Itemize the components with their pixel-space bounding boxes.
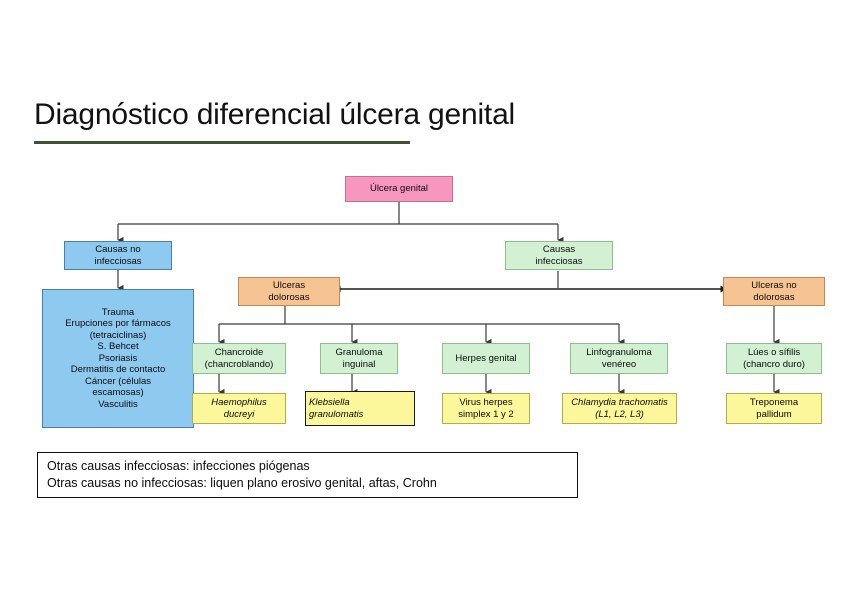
page-title: Diagnóstico diferencial úlcera genital: [34, 98, 516, 131]
other-causes-note-box: Otras causas infecciosas: infecciones pi…: [37, 452, 578, 498]
title-block: Diagnóstico diferencial úlcera genital: [34, 96, 634, 144]
node-pathogen-chlamydia-trachomatis-label: Chlamydia trachomatis(L1, L2, L3): [571, 397, 668, 420]
title-underline-rule: [34, 141, 410, 144]
node-ulcera-genital[interactable]: Úlcera genital: [345, 176, 453, 202]
note-line-non-infectious: Otras causas no infecciosas: liquen plan…: [47, 476, 437, 490]
node-disease-herpes-genital[interactable]: Herpes genital: [442, 343, 530, 374]
node-disease-herpes-genital-label: Herpes genital: [455, 352, 517, 364]
node-disease-chancroide[interactable]: Chancroide(chancroblando): [192, 343, 286, 374]
node-pathogen-chlamydia-trachomatis[interactable]: Chlamydia trachomatis(L1, L2, L3): [562, 393, 677, 424]
node-ulcera-genital-label: Úlcera genital: [369, 183, 429, 195]
node-disease-lues-sifilis[interactable]: Lúes o sífilis(chancro duro): [726, 343, 822, 374]
node-disease-chancroide-label: Chancroide(chancroblando): [204, 347, 274, 370]
node-disease-lues-sifilis-label: Lúes o sífilis(chancro duro): [743, 347, 805, 370]
note-line-infectious: Otras causas infecciosas: infecciones pi…: [47, 459, 310, 473]
